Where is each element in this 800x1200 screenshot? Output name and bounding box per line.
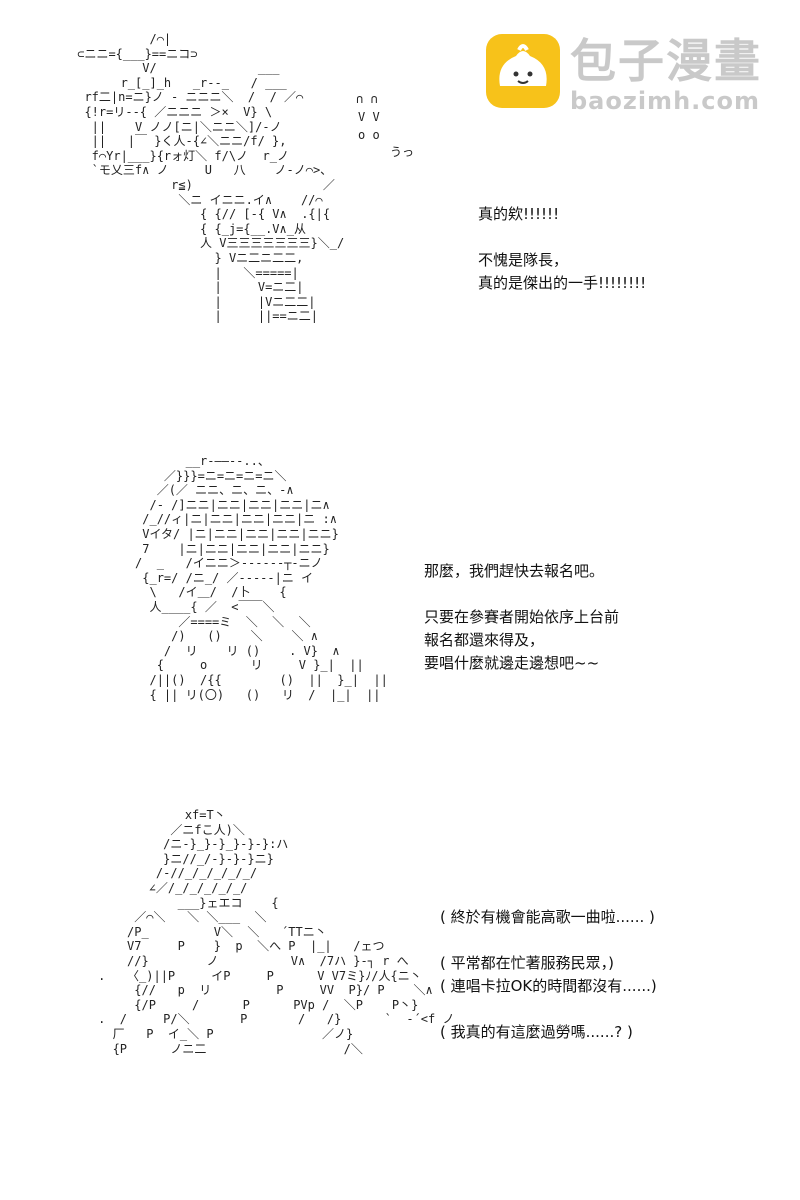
panel-2-dialogue: 那麼，我們趕快去報名吧。 只要在參賽者開始依序上台前 報名都還來得及， 要唱什麼… <box>424 560 619 675</box>
dialogue-line: ( 我真的有這麼過勞嗎......? ) <box>440 1023 633 1041</box>
panel-3-dialogue: ( 終於有機會能高歌一曲啦...... ) ( 平常都在忙著服務民眾，) ( 連… <box>440 906 657 1044</box>
panel-1-ascii-art: /⌒| ⊂ニニ={___}==ニコ⊃ V/ ___ r_[_]_h _r‐‐_ … <box>77 32 345 324</box>
dialogue-gap <box>424 583 619 606</box>
dialogue-line: 真的是傑出的一手!!!!!!!! <box>478 274 647 292</box>
dialogue-gap <box>440 998 657 1021</box>
reaction-sound: うっ <box>390 145 415 159</box>
dialogue-line: 報名都還來得及， <box>424 631 545 649</box>
dialogue-line: 不愧是隊長， <box>478 251 569 269</box>
dialogue-line: 真的欸!!!!!! <box>478 205 560 223</box>
dialogue-gap <box>440 929 657 952</box>
panel-3-ascii-art: xf=T丶 ／ニfこ人)＼ /ニ-}_}-}_}-}-}:ハ }ニ//_/-}-… <box>98 808 455 1056</box>
dialogue-line: 那麼，我們趕快去報名吧。 <box>424 562 605 580</box>
dialogue-line: 要唱什麼就邊走邊想吧~~ <box>424 654 600 672</box>
watermark-logo: 包子漫畫 baozimh.com <box>486 34 786 116</box>
reaction-eyes-mid: V V <box>358 110 380 124</box>
panel-1-dialogue: 真的欸!!!!!! 不愧是隊長， 真的是傑出的一手!!!!!!!! <box>478 203 646 295</box>
reaction-eyes-top: ∩ ∩ <box>356 92 378 106</box>
dialogue-line: ( 終於有機會能高歌一曲啦...... ) <box>440 908 655 926</box>
panel-2-ascii-art: __r‐――‐-..、 ／}}}=ニ=ニ=ニ=ニ＼ ／(／ ニニ、ニ、ニ、‐∧ … <box>135 454 388 702</box>
dialogue-line: 只要在參賽者開始依序上台前 <box>424 608 620 626</box>
watermark-title: 包子漫畫 <box>570 34 762 88</box>
watermark-url: baozimh.com <box>570 87 760 115</box>
dialogue-line: ( 連唱卡拉OK的時間都沒有......) <box>440 977 657 995</box>
bun-mascot-icon <box>486 34 560 108</box>
bun-mascot-drawing <box>499 44 547 86</box>
reaction-eyes-bottom: o o <box>358 128 380 142</box>
dialogue-line: ( 平常都在忙著服務民眾，) <box>440 954 614 972</box>
dialogue-gap <box>478 226 646 249</box>
